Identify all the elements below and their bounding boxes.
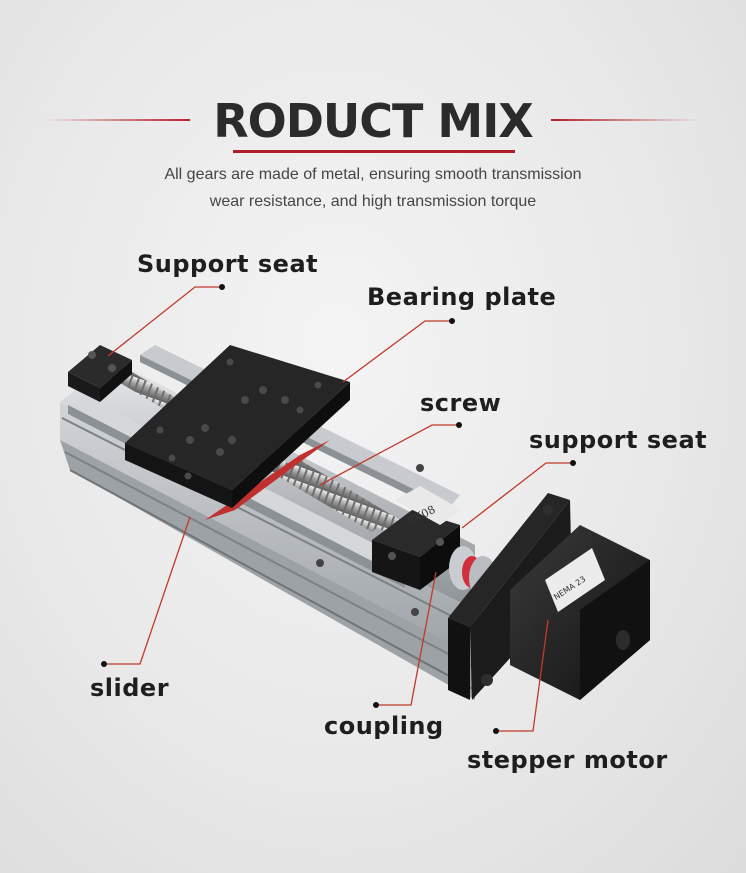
subtitle-line-1: All gears are made of metal, ensuring sm… (164, 166, 582, 183)
callout-support-seat-left: Support seat (137, 250, 319, 278)
callout-support-seat-right: support seat (529, 426, 708, 454)
title-decor-line-left (44, 119, 190, 121)
right-support-seat: EK08 (372, 486, 462, 590)
callout-bearing-plate: Bearing plate (367, 283, 557, 311)
callout-leader-lines (104, 286, 573, 732)
callout-coupling: coupling (324, 712, 444, 740)
subtitle-line-2: wear resistance, and high transmission t… (209, 193, 537, 210)
callout-screw: screw (420, 389, 502, 417)
header: RODUCT MIX (0, 88, 746, 158)
stepper-motor: NEMA 23 (510, 525, 650, 700)
bearing-plate (125, 345, 350, 520)
page-title: RODUCT MIX (213, 94, 534, 148)
title-underline (233, 150, 515, 153)
left-support-seat (68, 345, 132, 402)
title-decor-line-right (551, 119, 699, 121)
callout-stepper-motor: stepper motor (467, 746, 668, 774)
callout-slider: slider (90, 674, 170, 702)
callout-dots (101, 284, 576, 734)
